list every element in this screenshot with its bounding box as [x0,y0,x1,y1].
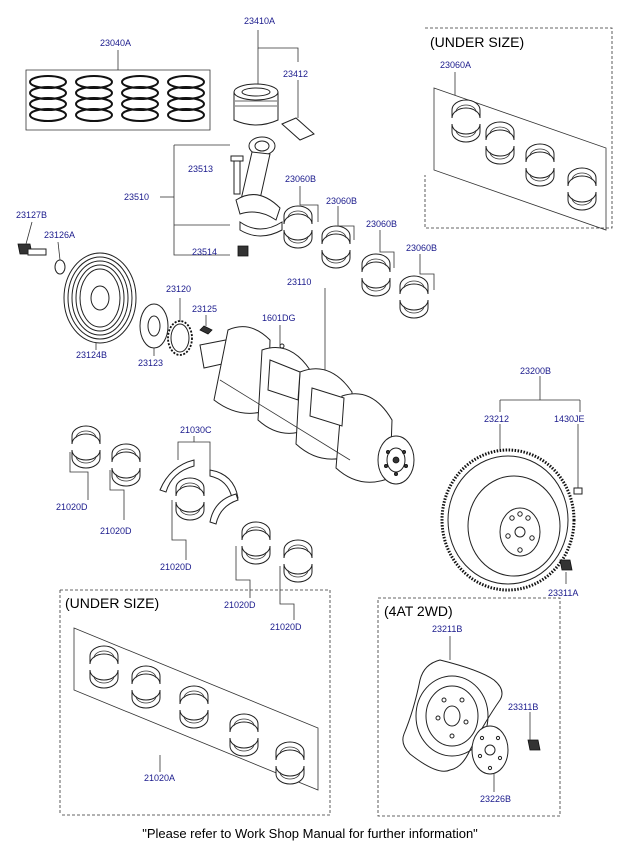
label-23124B: 23124B [76,350,107,360]
label-23127B: 23127B [16,210,47,220]
label-23211B: 23211B [432,624,462,634]
label-23311A: 23311A [548,588,578,598]
flywheel [440,376,583,592]
crankshaft [199,288,415,485]
footer-note: "Please refer to Work Shop Manual for fu… [142,826,478,841]
label-23060B-3: 23060B [366,219,397,229]
label-23123: 23123 [138,358,163,368]
label-23212: 23212 [484,414,509,424]
label-23110: 23110 [287,277,311,287]
label-23120: 23120 [166,284,191,294]
label-21020D-1: 21020D [56,502,88,512]
label-23200B: 23200B [520,366,551,376]
label-23060B-2: 23060B [326,196,357,206]
label-23226B: 23226B [480,794,511,804]
thrust-washers-21030C [159,436,239,525]
pulley-bolt [17,221,66,275]
at2wd-title: (4AT 2WD) [384,603,453,619]
label-23040A: 23040A [100,38,131,48]
label-23412: 23412 [283,69,308,79]
label-23513: 23513 [188,164,213,174]
label-21020D-3: 21020D [160,562,192,572]
undersize-top-box: (UNDER SIZE) [424,27,613,229]
label-23514: 23514 [192,247,217,257]
label-23311B: 23311B [508,702,538,712]
undersize-rod-bearings [433,72,607,231]
label-21020D-4: 21020D [224,600,256,610]
label-23125: 23125 [192,304,217,314]
label-21030C: 21030C [180,425,212,435]
crank-sprocket [139,298,213,356]
undersize-top-title: (UNDER SIZE) [430,34,524,50]
label-23060B-4: 23060B [406,243,437,253]
label-23510: 23510 [124,192,149,202]
label-1601DG: 1601DG [262,313,296,323]
piston-rings-23040A [25,50,211,131]
label-21020D-5: 21020D [270,622,302,632]
label-1430JE: 1430JE [554,414,585,424]
main-bearings-21020D [69,426,312,620]
label-21020A: 21020A [144,773,175,783]
label-23410A: 23410A [244,16,275,26]
piston-assembly [233,30,315,141]
label-23060B-1: 23060B [285,174,316,184]
rod-bearings-23060B [284,186,435,318]
connecting-rod [160,136,283,257]
label-21020D-2: 21020D [100,526,132,536]
undersize-bottom-title: (UNDER SIZE) [65,595,159,611]
label-23126A: 23126A [44,230,75,240]
undersize-bottom-box: (UNDER SIZE) [59,589,331,816]
drive-plate [402,636,541,792]
crank-pulley [63,252,137,350]
at2wd-box: (4AT 2WD) [377,597,561,817]
label-23060A: 23060A [440,60,471,70]
undersize-main-bearings [73,627,319,791]
